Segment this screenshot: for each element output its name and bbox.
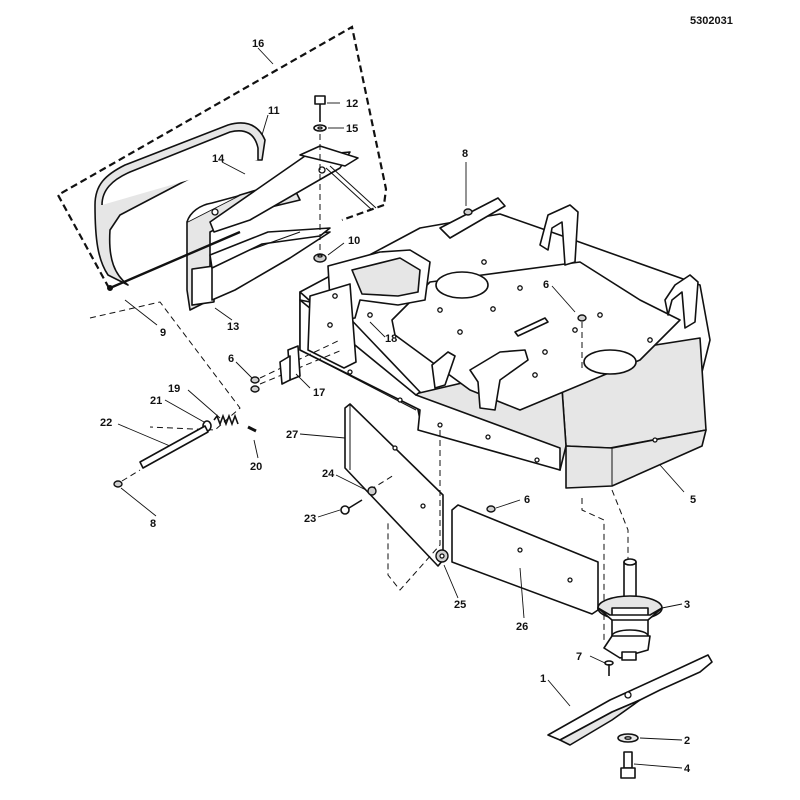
callout-4: 4 <box>684 763 691 775</box>
callout-25: 25 <box>454 599 466 611</box>
bolt-4 <box>620 751 636 779</box>
callout-26: 26 <box>516 621 528 633</box>
bolt-12 <box>313 95 327 132</box>
callout-6-left: 6 <box>228 353 234 365</box>
bolt-7 <box>604 660 614 676</box>
callout-9: 9 <box>160 327 166 339</box>
discharge-bracket <box>307 249 431 369</box>
callout-12: 12 <box>346 98 358 110</box>
leader-lines <box>117 47 685 769</box>
callout-23: 23 <box>304 513 316 525</box>
nut-6-lower <box>486 505 496 513</box>
baffle-26 <box>451 504 599 615</box>
callout-2: 2 <box>684 735 690 747</box>
cotter-20 <box>247 425 257 433</box>
nuts-6-left <box>250 376 260 393</box>
washer-2 <box>617 733 639 743</box>
callout-10: 10 <box>348 235 360 247</box>
callout-7: 7 <box>576 651 582 663</box>
bolt-23 <box>340 499 363 515</box>
callout-1: 1 <box>540 673 546 685</box>
callout-27: 27 <box>286 429 298 441</box>
chute-rod <box>107 230 241 291</box>
rod-22 <box>139 425 209 469</box>
bracket-17 <box>279 345 301 385</box>
callout-14: 14 <box>212 153 225 165</box>
nut-10 <box>313 253 327 263</box>
callout-6-right: 6 <box>524 494 530 506</box>
chute-mount-plate <box>209 227 331 301</box>
deflector-bracket <box>209 145 377 233</box>
callout-15: 15 <box>346 123 358 135</box>
callout-18: 18 <box>385 333 397 345</box>
callout-16: 16 <box>252 38 264 50</box>
callout-5: 5 <box>690 494 696 506</box>
spring-19 <box>213 413 239 427</box>
nut-25 <box>435 549 449 563</box>
callout-24: 24 <box>322 468 335 480</box>
callout-21: 21 <box>150 395 162 407</box>
bracket-dashed-lines <box>259 339 343 385</box>
callout-20: 20 <box>250 461 262 473</box>
callout-8-bottom: 8 <box>150 518 156 530</box>
washer-24 <box>367 486 377 496</box>
chute-assembly-boundary <box>56 25 388 289</box>
callout-13: 13 <box>227 321 239 333</box>
blade-1 <box>547 654 713 746</box>
spindle-dashed-lines <box>581 489 629 640</box>
callout-17: 17 <box>313 387 325 399</box>
spindle-3 <box>597 558 663 661</box>
callout-8-top: 8 <box>462 148 468 160</box>
document-number: 5302031 <box>690 15 733 27</box>
callout-6-deck: 6 <box>543 279 549 291</box>
callout-22: 22 <box>100 417 112 429</box>
callout-3: 3 <box>684 599 690 611</box>
callout-labels: 16 11 12 15 14 8 10 6 9 13 18 6 17 5 19 … <box>100 38 696 775</box>
callout-19: 19 <box>168 383 180 395</box>
nut-8-lower <box>113 469 141 488</box>
callout-11: 11 <box>268 105 280 117</box>
rod-assembly-dashed-outline <box>89 301 241 431</box>
